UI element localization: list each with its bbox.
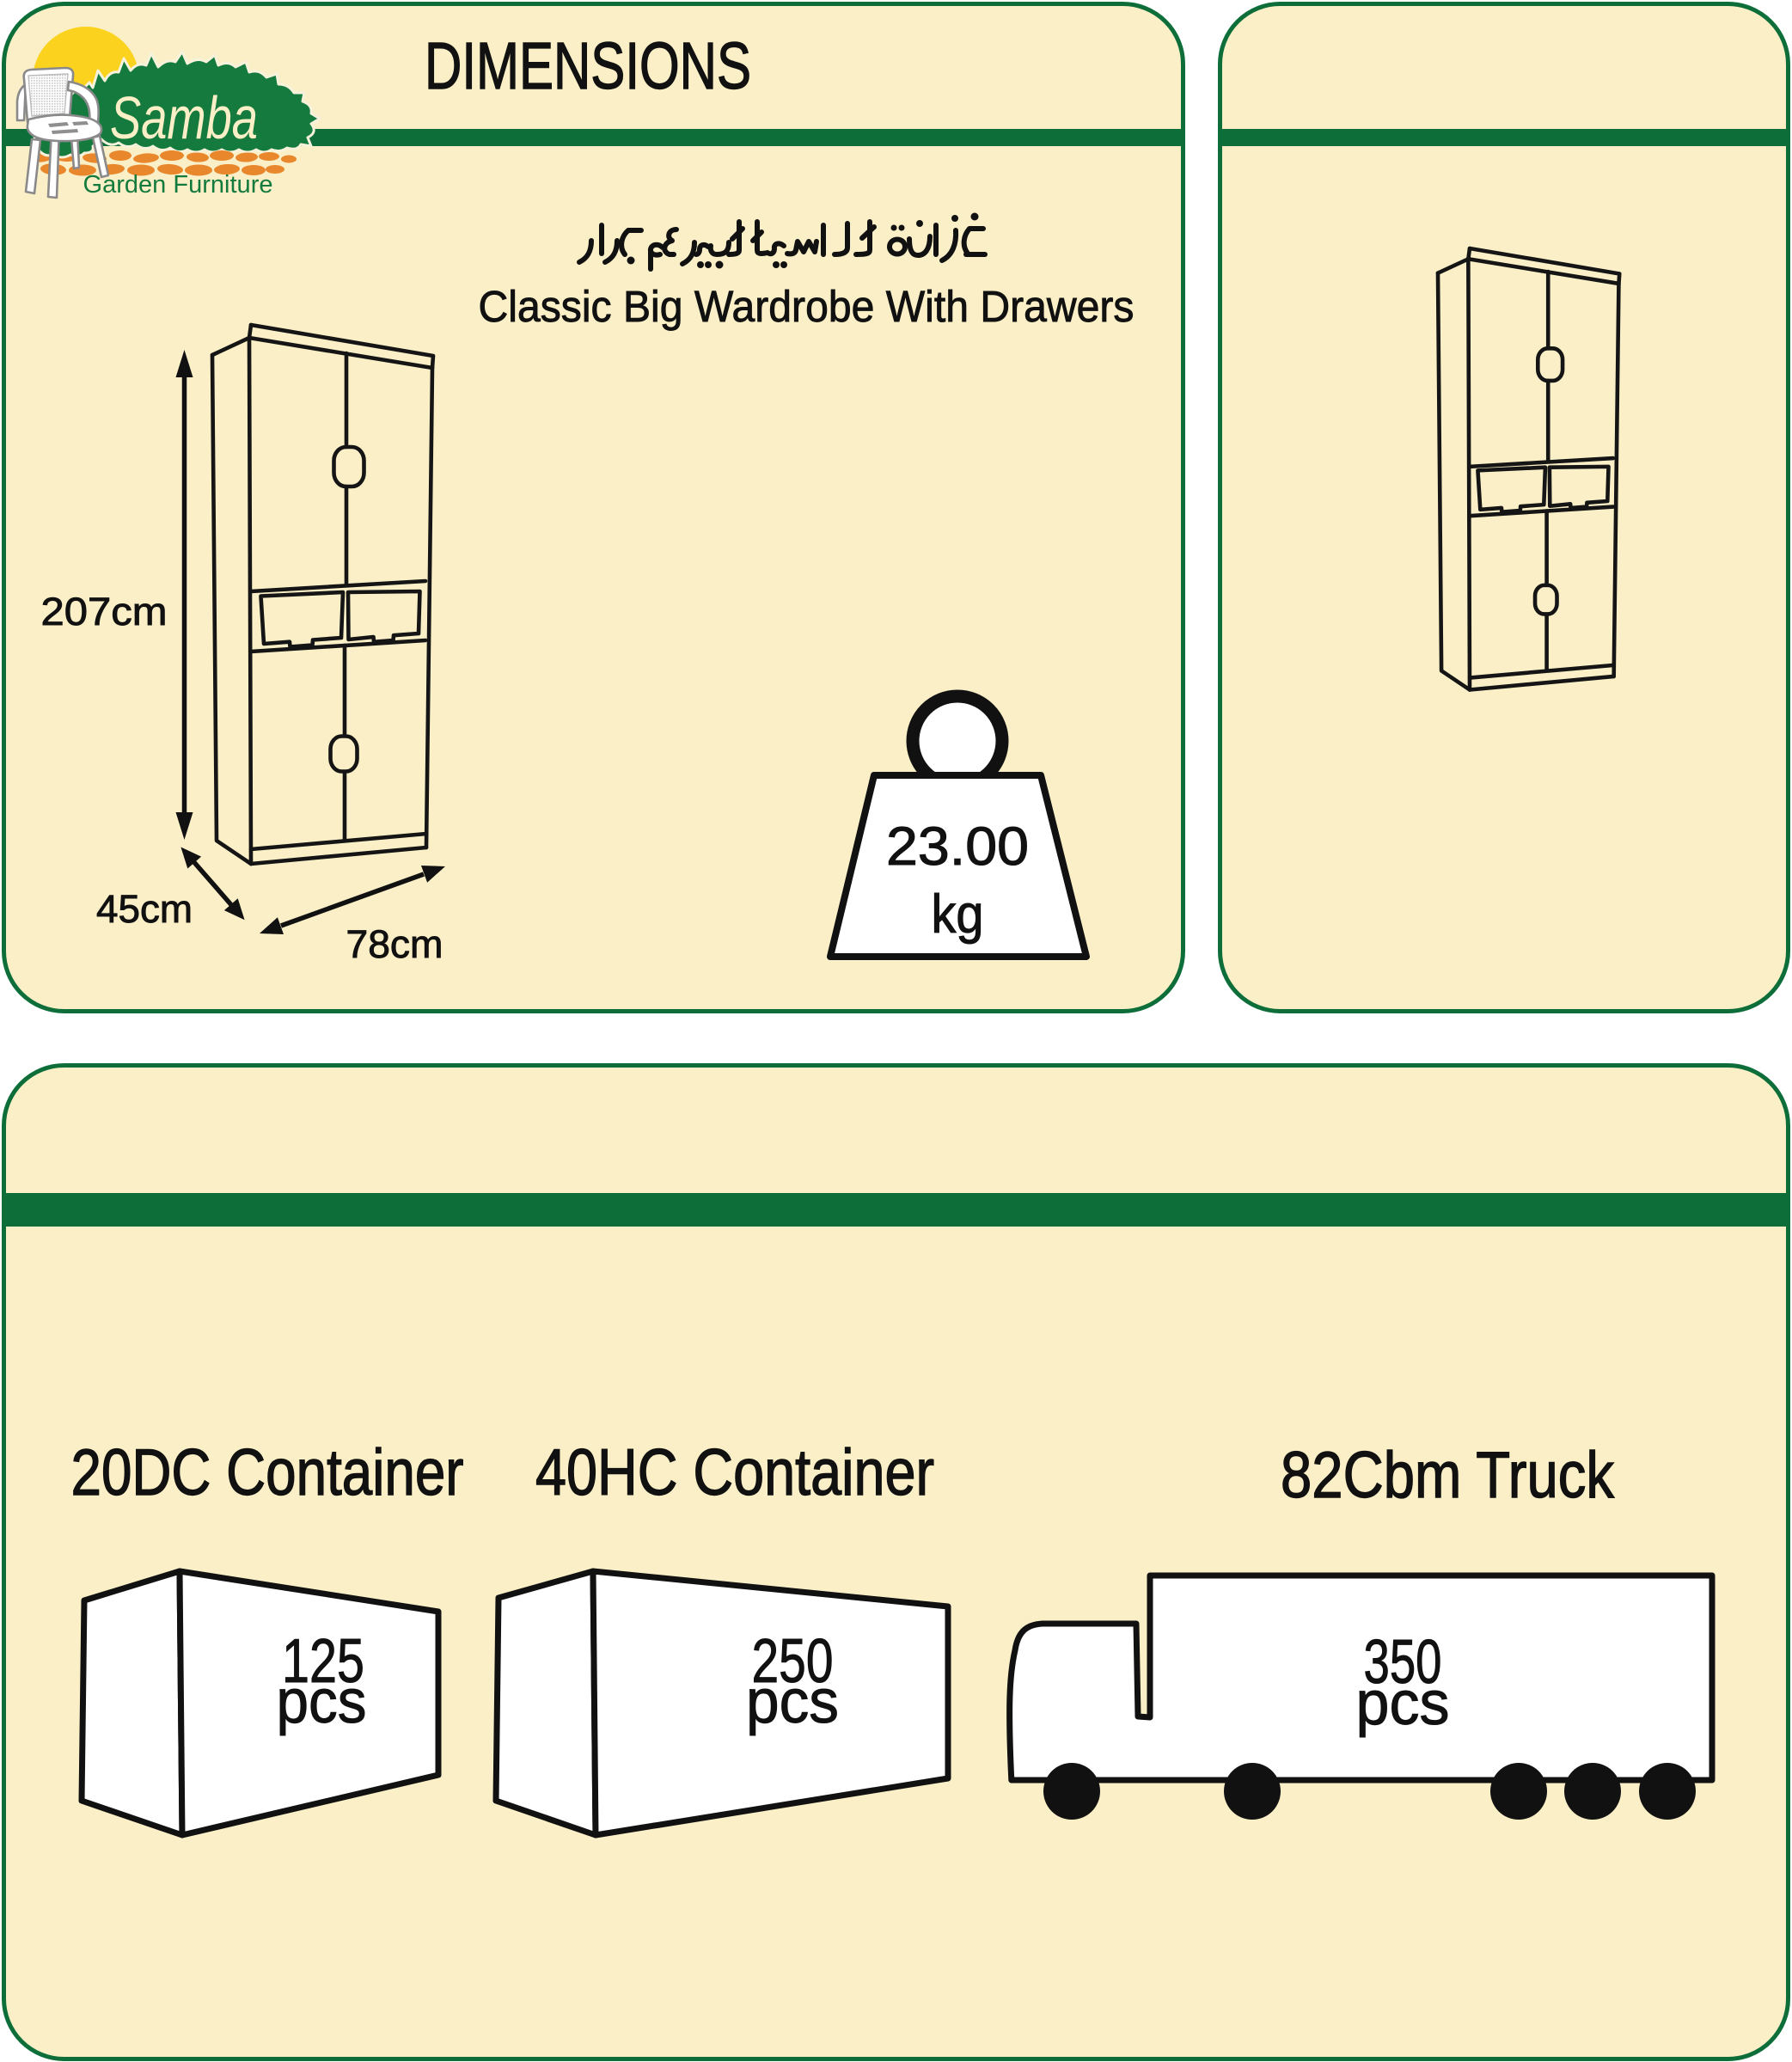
svg-text:82Cbm Truck: 82Cbm Truck bbox=[1281, 1439, 1615, 1512]
svg-text:Garden Furniture: Garden Furniture bbox=[83, 171, 273, 199]
svg-text:pcs: pcs bbox=[277, 1667, 367, 1736]
svg-text:207cm: 207cm bbox=[41, 590, 168, 633]
svg-text:250: 250 bbox=[752, 1627, 834, 1696]
svg-text:Samba: Samba bbox=[110, 84, 258, 151]
svg-text:78cm: 78cm bbox=[346, 922, 443, 966]
svg-text:Classic Big Wardrobe With Draw: Classic Big Wardrobe With Drawers bbox=[479, 282, 1135, 331]
svg-text:pcs: pcs bbox=[1356, 1669, 1450, 1738]
svg-text:DIMENSIONS: DIMENSIONS bbox=[425, 29, 751, 103]
svg-text:pcs: pcs bbox=[746, 1667, 839, 1736]
svg-text:45cm: 45cm bbox=[96, 887, 193, 931]
svg-text:20DC Container: 20DC Container bbox=[71, 1436, 464, 1509]
svg-text:kg: kg bbox=[932, 884, 984, 945]
svg-text:350: 350 bbox=[1364, 1628, 1442, 1697]
svg-text:125: 125 bbox=[282, 1627, 364, 1696]
svg-text:40HC Container: 40HC Container bbox=[535, 1436, 934, 1509]
svg-text:23.00: 23.00 bbox=[886, 817, 1029, 877]
